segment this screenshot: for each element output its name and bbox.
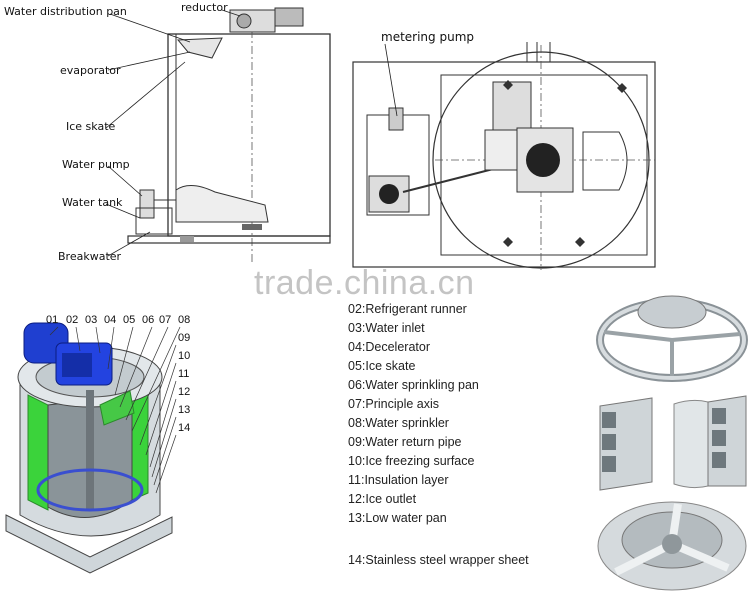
legend-item: 06:Water sprinkling pan <box>348 378 479 392</box>
label-water-distribution-pan: Water distribution pan <box>4 5 127 18</box>
part-number: 12 <box>178 386 191 398</box>
label-ice-skate: Ice skate <box>66 120 116 133</box>
low-water-pan-photo <box>597 501 747 591</box>
part-number: 07 <box>159 314 172 326</box>
cutaway-3d-model: 01 02 03 04 05 06 07 08 09 10 11 12 13 1… <box>0 295 200 592</box>
legend-item: 08:Water sprinkler <box>348 416 449 430</box>
part-number: 01 <box>46 314 59 326</box>
label-water-pump: Water pump <box>62 158 130 171</box>
part-number: 03 <box>85 314 98 326</box>
plan-view-drawing: metering pump <box>345 20 665 270</box>
part-number: 05 <box>123 314 136 326</box>
watermark: trade.china.cn <box>254 264 475 302</box>
part-number: 06 <box>142 314 155 326</box>
part-number: 11 <box>178 368 190 380</box>
legend-item: 13:Low water pan <box>348 511 447 525</box>
legend-item: 11:Insulation layer <box>348 473 449 487</box>
side-elevation-drawing: Water distribution pan reductor evaporat… <box>0 0 340 270</box>
part-number: 08 <box>178 314 191 326</box>
label-reductor: reductor <box>181 1 228 14</box>
legend-item: 02:Refrigerant runner <box>348 302 467 316</box>
part-number: 14 <box>178 422 191 434</box>
cutaway-3d-graphic <box>5 322 181 574</box>
part-number: 13 <box>178 404 191 416</box>
plan-view-lines <box>352 42 656 270</box>
part-number: 04 <box>104 314 117 326</box>
legend-item: 04:Decelerator <box>348 340 430 354</box>
legend-item: 09:Water return pipe <box>348 435 462 449</box>
legend-item: 03:Water inlet <box>348 321 425 335</box>
label-water-tank: Water tank <box>62 196 123 209</box>
part-number: 02 <box>66 314 79 326</box>
part-number: 09 <box>178 332 191 344</box>
parts-legend: 02:Refrigerant runner 03:Water inlet 04:… <box>348 302 588 577</box>
legend-item: 12:Ice outlet <box>348 492 417 506</box>
component-photos <box>592 282 751 592</box>
ice-skate-photo <box>599 395 747 491</box>
label-evaporator: evaporator <box>60 64 121 77</box>
legend-item: 10:Ice freezing surface <box>348 454 475 468</box>
water-sprinkling-pan-photo <box>596 295 748 382</box>
side-elevation-lines <box>105 7 331 262</box>
part-number: 10 <box>178 350 191 362</box>
label-breakwater: Breakwater <box>58 250 122 263</box>
label-metering-pump: metering pump <box>381 30 474 44</box>
legend-item: 14:Stainless steel wrapper sheet <box>348 553 529 567</box>
legend-item: 05:Ice skate <box>348 359 416 373</box>
legend-item: 07:Principle axis <box>348 397 440 411</box>
